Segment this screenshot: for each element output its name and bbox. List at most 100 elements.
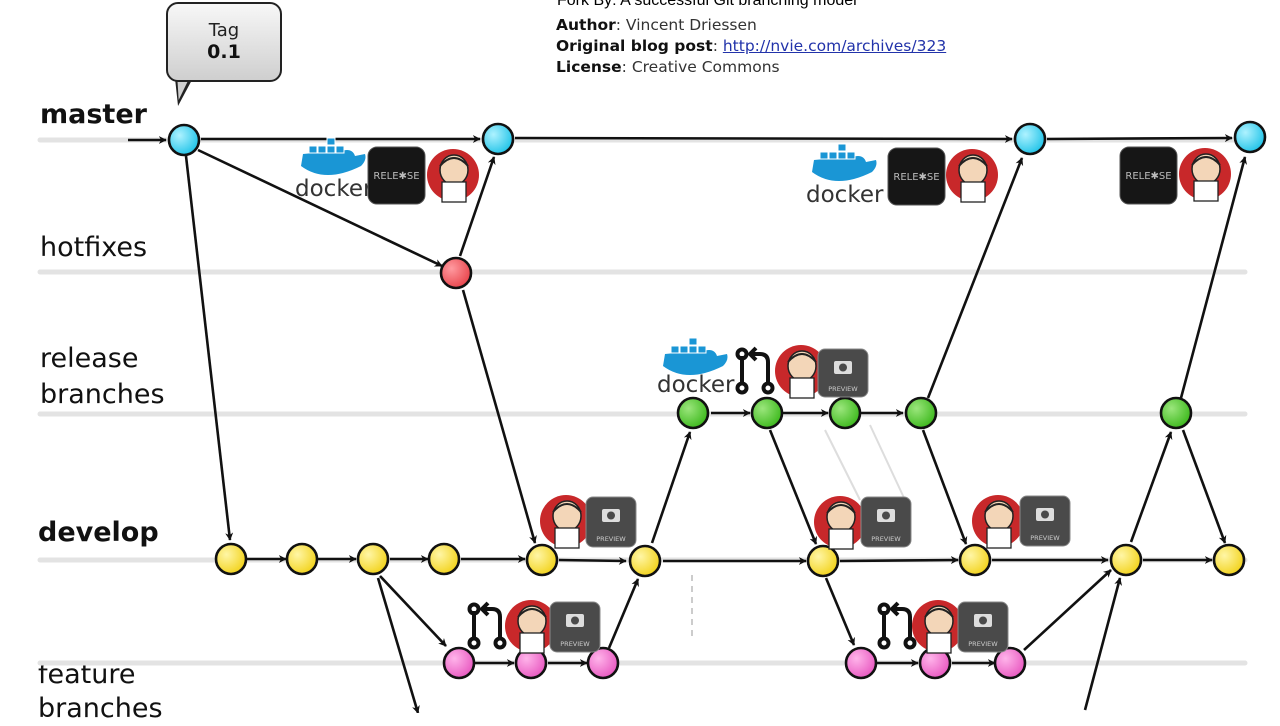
commit-hotfix[interactable] bbox=[439, 256, 473, 290]
arrow-master-to-develop bbox=[184, 155, 234, 541]
arrow-dev-to-release-2 bbox=[1129, 431, 1173, 543]
commit-develop[interactable] bbox=[214, 542, 248, 576]
blog-post-link[interactable]: http://nvie.com/archives/323 bbox=[722, 37, 947, 55]
commit-release[interactable] bbox=[750, 396, 784, 430]
arrow-dev-to-feature-3 bbox=[824, 577, 856, 646]
arrow-feature-branch-to-develop bbox=[1083, 577, 1123, 711]
arrow-dev-to-feature-1 bbox=[379, 575, 447, 647]
jenkins-icon bbox=[505, 600, 557, 654]
docker-label: docker bbox=[657, 372, 735, 398]
commit-develop[interactable] bbox=[1109, 543, 1143, 577]
pull-request-icon bbox=[877, 601, 917, 650]
arrow-feature-to-develop-2 bbox=[1023, 569, 1112, 651]
commit-develop[interactable] bbox=[285, 542, 319, 576]
commit-release[interactable] bbox=[828, 396, 862, 430]
arrow-dev-7 bbox=[839, 556, 959, 565]
arrow-dev-to-release bbox=[650, 431, 692, 544]
commit-develop[interactable] bbox=[628, 544, 662, 578]
jenkins-icon bbox=[972, 495, 1024, 549]
docker-label: docker bbox=[295, 176, 373, 202]
author-value: : Vincent Driessen bbox=[615, 16, 757, 34]
jenkins-icon bbox=[540, 495, 592, 549]
preview-label: PREVIEW bbox=[828, 385, 858, 393]
commit-release[interactable] bbox=[1159, 396, 1193, 430]
commit-feature[interactable] bbox=[993, 646, 1027, 680]
docker-badge: docker bbox=[295, 137, 373, 202]
commit-master[interactable] bbox=[481, 122, 515, 156]
docker-badge: docker bbox=[657, 337, 735, 398]
faint-merge-line-1 bbox=[824, 429, 861, 501]
pull-request-icon bbox=[467, 601, 507, 650]
commit-release[interactable] bbox=[676, 396, 710, 430]
license-line: License: Creative Commons bbox=[556, 58, 780, 76]
preview-label: PREVIEW bbox=[871, 535, 901, 543]
blog-label: Original blog post bbox=[556, 37, 713, 55]
commit-arrows bbox=[128, 134, 1248, 713]
jenkins-icon bbox=[775, 345, 827, 399]
arrow-master-to-hotfix bbox=[197, 148, 443, 268]
commit-develop[interactable] bbox=[1212, 543, 1246, 577]
arrow-release-to-develop-2 bbox=[921, 429, 968, 545]
commit-master[interactable] bbox=[1013, 122, 1047, 156]
preview-label: PREVIEW bbox=[1030, 534, 1060, 542]
tag-callout-version: 0.1 bbox=[207, 41, 241, 63]
release-icon: RELE✱SE bbox=[887, 147, 946, 206]
release-icon-label: RELE✱SE bbox=[1125, 171, 1171, 182]
fork-credit-line: Fork By: A successful Git branching mode… bbox=[557, 0, 857, 9]
preview-icon: PREVIEW bbox=[1019, 495, 1071, 547]
arrow-master-2 bbox=[514, 134, 1013, 143]
commit-develop[interactable] bbox=[806, 544, 840, 578]
commit-master[interactable] bbox=[1233, 120, 1267, 154]
tag-callout-label: Tag bbox=[208, 20, 240, 41]
jenkins-icon bbox=[814, 496, 866, 550]
preview-icon: PREVIEW bbox=[585, 496, 637, 548]
jenkins-icon bbox=[427, 149, 479, 203]
arrow-release-to-master-1 bbox=[926, 157, 1024, 399]
author-line: Author: Vincent Driessen bbox=[556, 16, 757, 34]
commit-develop[interactable] bbox=[525, 543, 559, 577]
commit-feature[interactable] bbox=[586, 646, 620, 680]
preview-icon: PREVIEW bbox=[549, 601, 601, 653]
jenkins-icon bbox=[946, 149, 998, 203]
arrow-hotfix-to-develop bbox=[461, 289, 537, 544]
commit-release[interactable] bbox=[904, 396, 938, 430]
preview-icon: PREVIEW bbox=[957, 601, 1009, 653]
arrow-dev-5 bbox=[558, 556, 627, 565]
arrow-hotfix-to-master bbox=[458, 156, 496, 257]
docker-logo-icon bbox=[301, 137, 366, 175]
lane-label-develop: develop bbox=[38, 517, 159, 548]
commits bbox=[167, 120, 1267, 680]
lane-label-master: master bbox=[40, 99, 147, 130]
preview-label: PREVIEW bbox=[968, 640, 998, 648]
pull-request-icon bbox=[735, 346, 775, 395]
blog-sep: : bbox=[712, 37, 723, 55]
commit-develop[interactable] bbox=[427, 542, 461, 576]
jenkins-icon bbox=[912, 600, 964, 654]
jenkins-icon bbox=[1179, 148, 1231, 202]
license-label: License bbox=[556, 58, 622, 76]
arrow-release-to-develop-3 bbox=[1181, 429, 1227, 544]
arrow-dev-to-feature-2 bbox=[376, 577, 420, 713]
docker-logo-icon bbox=[663, 337, 728, 375]
preview-label: PREVIEW bbox=[560, 640, 590, 648]
arrow-master-3 bbox=[1046, 134, 1233, 143]
author-label: Author bbox=[556, 16, 616, 34]
license-value: : Creative Commons bbox=[621, 58, 780, 76]
docker-logo-icon bbox=[812, 143, 877, 181]
docker-label: docker bbox=[806, 182, 884, 208]
release-icon: RELE✱SE bbox=[1119, 146, 1178, 205]
blog-post-line: Original blog post: http://nvie.com/arch… bbox=[556, 37, 946, 55]
release-icon: RELE✱SE bbox=[367, 146, 426, 205]
commit-develop[interactable] bbox=[356, 542, 390, 576]
lane-label-hotfixes: hotfixes bbox=[40, 232, 148, 263]
arrow-feature-to-develop-1 bbox=[607, 578, 640, 649]
docker-badge: docker bbox=[806, 143, 884, 208]
preview-icon: PREVIEW bbox=[817, 348, 869, 398]
commit-develop[interactable] bbox=[958, 543, 992, 577]
commit-master[interactable] bbox=[167, 123, 201, 157]
tag-callout: Tag 0.1 bbox=[166, 2, 282, 82]
commit-feature[interactable] bbox=[844, 646, 878, 680]
arrow-release-to-master-2 bbox=[1179, 156, 1248, 399]
commit-feature[interactable] bbox=[442, 646, 476, 680]
